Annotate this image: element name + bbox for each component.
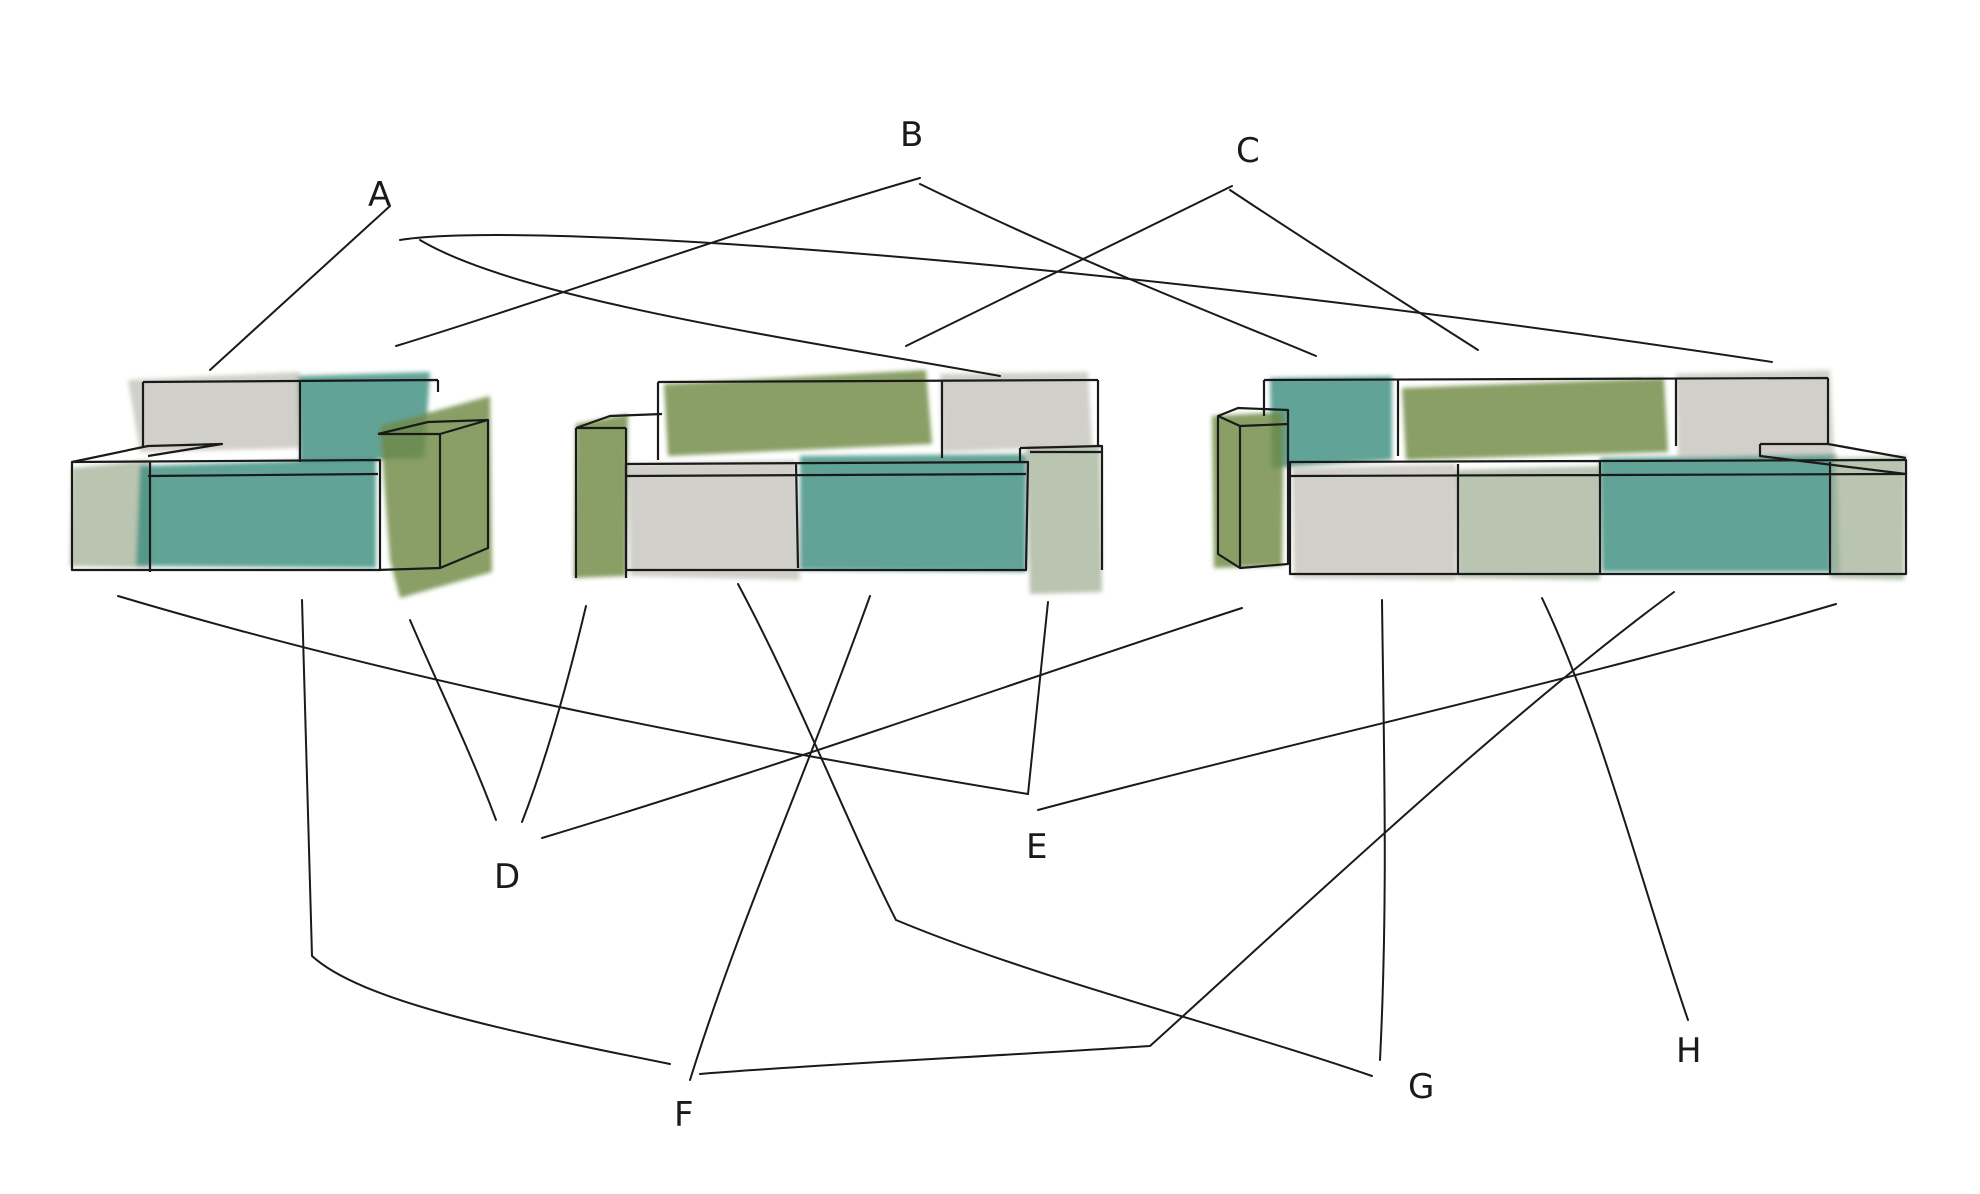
right-arm-box-outline — [377, 418, 490, 572]
seat-grey-wash — [628, 460, 800, 580]
leader-f-3 — [699, 591, 1675, 1075]
leader-b-2 — [919, 183, 1317, 357]
callout-labels: A B C D E F G H — [368, 115, 1702, 1135]
backrest-grey-wash — [1676, 370, 1834, 456]
sofa-left-outlines — [70, 378, 490, 572]
backrest-outline — [656, 378, 1100, 460]
leader-d-1 — [409, 619, 497, 821]
backrest-olive-wash — [1402, 378, 1668, 460]
sofa-right-outlines — [1216, 376, 1908, 576]
seat-grey-wash — [1292, 464, 1456, 580]
label-h: H — [1676, 1031, 1702, 1071]
label-g: G — [1408, 1067, 1434, 1107]
label-a: A — [368, 175, 391, 215]
leader-e-1 — [117, 595, 1029, 795]
armrest-sage-wash — [70, 460, 150, 568]
right-arm-sage-wash — [1026, 446, 1102, 594]
sofa-left-washes — [70, 372, 492, 598]
leader-a-1 — [209, 205, 391, 371]
sofa-middle-washes — [574, 370, 1102, 594]
armrest-olive-wash — [380, 396, 492, 598]
leader-f-2 — [689, 595, 871, 1081]
right-arm-step-outline — [1758, 442, 1907, 476]
seat-sage-wash — [1456, 466, 1600, 580]
left-arm-outline — [71, 442, 224, 464]
right-arm-sage-wash — [1830, 456, 1906, 580]
seat-teal-wash — [800, 454, 1026, 572]
backrest-outline — [141, 378, 440, 462]
leader-d-3 — [541, 607, 1243, 839]
leader-g-2 — [1379, 599, 1386, 1061]
leader-b-1 — [395, 177, 921, 347]
leader-g-1 — [737, 583, 1373, 1077]
left-arm-olive-wash — [1212, 412, 1284, 568]
backrest-grey-wash — [940, 372, 1092, 452]
leader-f-1 — [301, 599, 671, 1065]
backrest-outline — [1262, 376, 1830, 456]
left-arm-outline — [574, 412, 663, 578]
sofa-middle-outlines — [574, 378, 1104, 578]
leader-a-3 — [399, 234, 1773, 363]
seat-outline — [1288, 458, 1908, 576]
sofa-right — [1212, 370, 1908, 580]
label-d: D — [494, 857, 520, 897]
backrest-olive-wash — [664, 370, 932, 456]
sofa-right-washes — [1212, 370, 1906, 580]
sofa-left — [70, 372, 492, 598]
leader-a-2 — [419, 239, 1001, 377]
seat-teal-wash — [136, 458, 376, 568]
left-arm-box-outline — [1216, 406, 1290, 570]
label-b: B — [900, 115, 923, 155]
backrest-teal-wash — [1270, 376, 1392, 468]
label-c: C — [1236, 131, 1260, 171]
right-arm-outline — [1018, 444, 1104, 570]
leader-c-1 — [905, 185, 1233, 347]
left-arm-olive-wash — [574, 414, 628, 578]
label-e: E — [1026, 827, 1047, 867]
seat-teal-wash — [1600, 454, 1840, 572]
leader-e-2 — [1027, 601, 1049, 795]
leader-lines — [117, 177, 1837, 1081]
leader-e-3 — [1037, 603, 1837, 811]
leader-h-1 — [1541, 597, 1689, 1021]
backrest-grey-wash — [128, 372, 300, 452]
leader-c-2 — [1229, 189, 1479, 351]
label-f: F — [674, 1095, 694, 1135]
leader-d-2 — [521, 605, 587, 823]
sofa-middle — [574, 370, 1104, 594]
